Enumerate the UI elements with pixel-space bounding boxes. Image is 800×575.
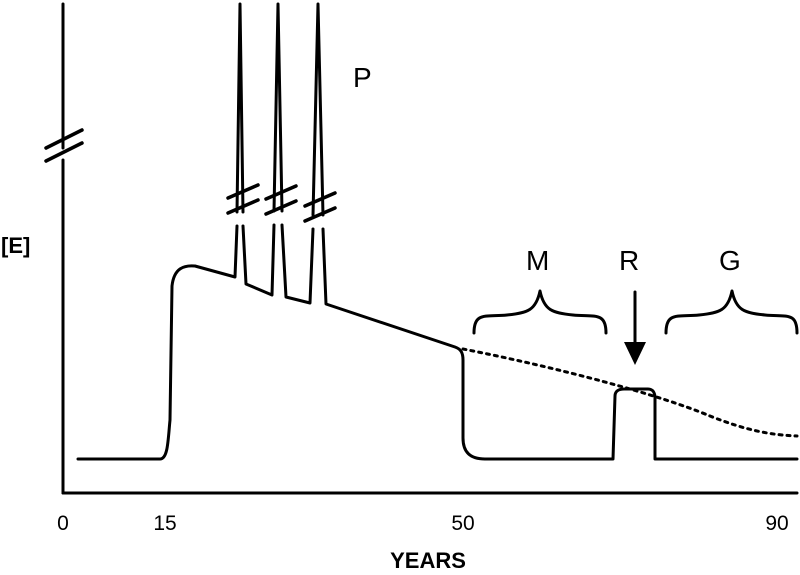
menopause-label: M (526, 245, 549, 276)
x-tick-15: 15 (153, 512, 176, 535)
replacement-arrow-head (624, 342, 646, 365)
estrogen-curve (76, 2, 799, 461)
spike-break-marks (226, 183, 337, 223)
menopause-brace (472, 289, 608, 335)
x-axis-title: YEARS (390, 548, 466, 573)
pregnancy-label: P (353, 62, 372, 93)
y-axis-break-marks (44, 128, 84, 163)
projected-dotted-curve (461, 347, 799, 438)
y-axis-title: [E] (1, 233, 30, 258)
geriatric-label: G (719, 245, 741, 276)
replacement-label: R (619, 245, 639, 276)
x-tick-0: 0 (57, 512, 69, 535)
x-tick-90: 90 (765, 512, 788, 535)
x-tick-50: 50 (451, 512, 474, 535)
geriatric-brace (664, 289, 799, 335)
